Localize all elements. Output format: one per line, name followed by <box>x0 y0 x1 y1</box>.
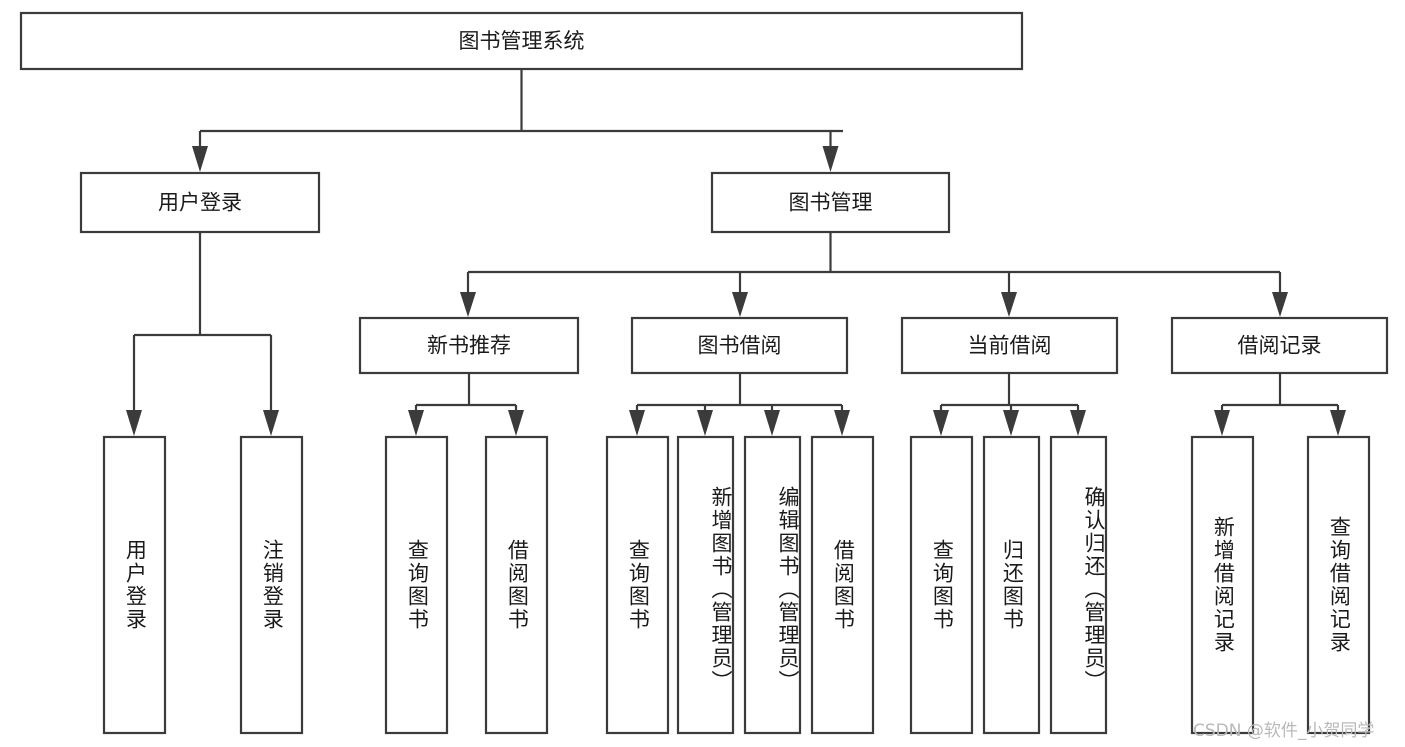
leaf-box-return-book[interactable] <box>982 435 1041 735</box>
node-book-borrow-box[interactable] <box>630 316 849 375</box>
leaf-box-query-book-borrow[interactable] <box>605 435 670 735</box>
leaf-box-borrow-book-rec[interactable] <box>484 435 549 735</box>
leaf-box-edit-book-admin[interactable] <box>743 435 802 735</box>
leaf-box-query-borrow-record[interactable] <box>1306 435 1371 735</box>
arrowhead-book-borrow <box>732 292 748 317</box>
node-current-borrow-box[interactable] <box>900 316 1119 375</box>
arrowhead-leaf-edit-book <box>764 410 780 436</box>
leaf-box-confirm-return-admin[interactable] <box>1049 435 1108 735</box>
arrowhead-book-mgmt <box>822 146 839 172</box>
leaf-box-add-book-admin[interactable] <box>676 435 735 735</box>
leaf-label-add-borrow-record: 新增借阅记录 <box>1211 516 1236 654</box>
arrowhead-user-login <box>192 146 208 172</box>
node-new-book-recommend[interactable]: 新书推荐 <box>358 316 580 375</box>
arrowhead-leaf-return-book <box>1003 410 1019 436</box>
node-root-box[interactable] <box>19 11 1024 71</box>
node-borrow-record-label: 借阅记录 <box>1238 334 1322 358</box>
leaf-label-borrow-book-rec: 借阅图书 <box>505 539 530 631</box>
arrowhead-borrow-record <box>1272 292 1288 317</box>
leaf-box-add-borrow-record[interactable] <box>1190 435 1255 735</box>
node-current-borrow-label: 当前借阅 <box>968 334 1052 358</box>
arrowhead-leaf-add-book <box>697 410 713 436</box>
node-user-login-label: 用户登录 <box>158 191 242 215</box>
leaf-label-borrow-book: 借阅图书 <box>831 539 856 631</box>
node-user-login[interactable]: 用户登录 <box>79 171 321 234</box>
arrowhead-leaf-query-book-3 <box>933 410 949 436</box>
arrowhead-leaf-borrow-book-2 <box>834 410 850 436</box>
node-user-login-box[interactable] <box>79 171 321 234</box>
leaf-label-logout: 注销登录 <box>260 539 285 631</box>
arrowhead-leaf-borrow-book-1 <box>508 410 524 436</box>
leaf-label-query-book-current: 查询图书 <box>930 539 955 631</box>
csdn-watermark: CSDN @软件_小贺同学 <box>1193 721 1375 741</box>
arrowhead-leaf-logout <box>263 410 279 436</box>
node-book-management-box[interactable] <box>710 171 951 234</box>
leaf-label-query-book-rec: 查询图书 <box>405 539 430 631</box>
arrowhead-leaf-add-record <box>1214 410 1230 436</box>
node-root[interactable]: 图书管理系统 <box>19 11 1024 71</box>
arrowhead-leaf-query-book-1 <box>408 410 424 436</box>
node-layer: 图书管理系统 用户登录 图书管理 新书推荐 图书借阅 当前 <box>19 11 1389 735</box>
leaf-label-query-book-borrow: 查询图书 <box>626 539 651 631</box>
leaf-box-logout[interactable] <box>239 435 304 735</box>
leaf-label-add-book-admin: 新增图书（管理员） <box>709 485 733 693</box>
node-book-borrow[interactable]: 图书借阅 <box>630 316 849 375</box>
node-borrow-record-box[interactable] <box>1170 316 1389 375</box>
arrowhead-leaf-user-login <box>126 410 142 436</box>
leaf-box-query-book-rec[interactable] <box>384 435 449 735</box>
arrowhead-leaf-query-book-2 <box>629 410 645 436</box>
leaf-label-confirm-return-admin: 确认归还（管理员） <box>1082 485 1106 693</box>
node-current-borrow[interactable]: 当前借阅 <box>900 316 1119 375</box>
connector-layer <box>126 69 1346 436</box>
node-root-label: 图书管理系统 <box>459 29 585 53</box>
node-new-book-recommend-box[interactable] <box>358 316 580 375</box>
leaf-label-user-login: 用户登录 <box>123 539 148 631</box>
arrowhead-leaf-confirm-return <box>1070 410 1086 436</box>
leaf-label-edit-book-admin: 编辑图书（管理员） <box>776 485 800 693</box>
leaf-box-borrow-book[interactable] <box>810 435 875 735</box>
node-book-borrow-label: 图书借阅 <box>698 334 782 358</box>
arrowhead-new-book-rec <box>460 292 476 317</box>
arrowhead-leaf-query-record <box>1330 410 1346 436</box>
leaf-label-return-book: 归还图书 <box>1000 539 1025 631</box>
leaf-label-query-borrow-record: 查询借阅记录 <box>1327 516 1352 654</box>
arrowhead-current-borrow <box>1001 292 1017 317</box>
node-new-book-recommend-label: 新书推荐 <box>427 334 511 358</box>
node-book-management-label: 图书管理 <box>789 191 873 215</box>
node-book-management[interactable]: 图书管理 <box>710 171 951 234</box>
leaf-box-query-book-current[interactable] <box>909 435 974 735</box>
leaf-box-user-login[interactable] <box>102 435 167 735</box>
node-borrow-record[interactable]: 借阅记录 <box>1170 316 1389 375</box>
